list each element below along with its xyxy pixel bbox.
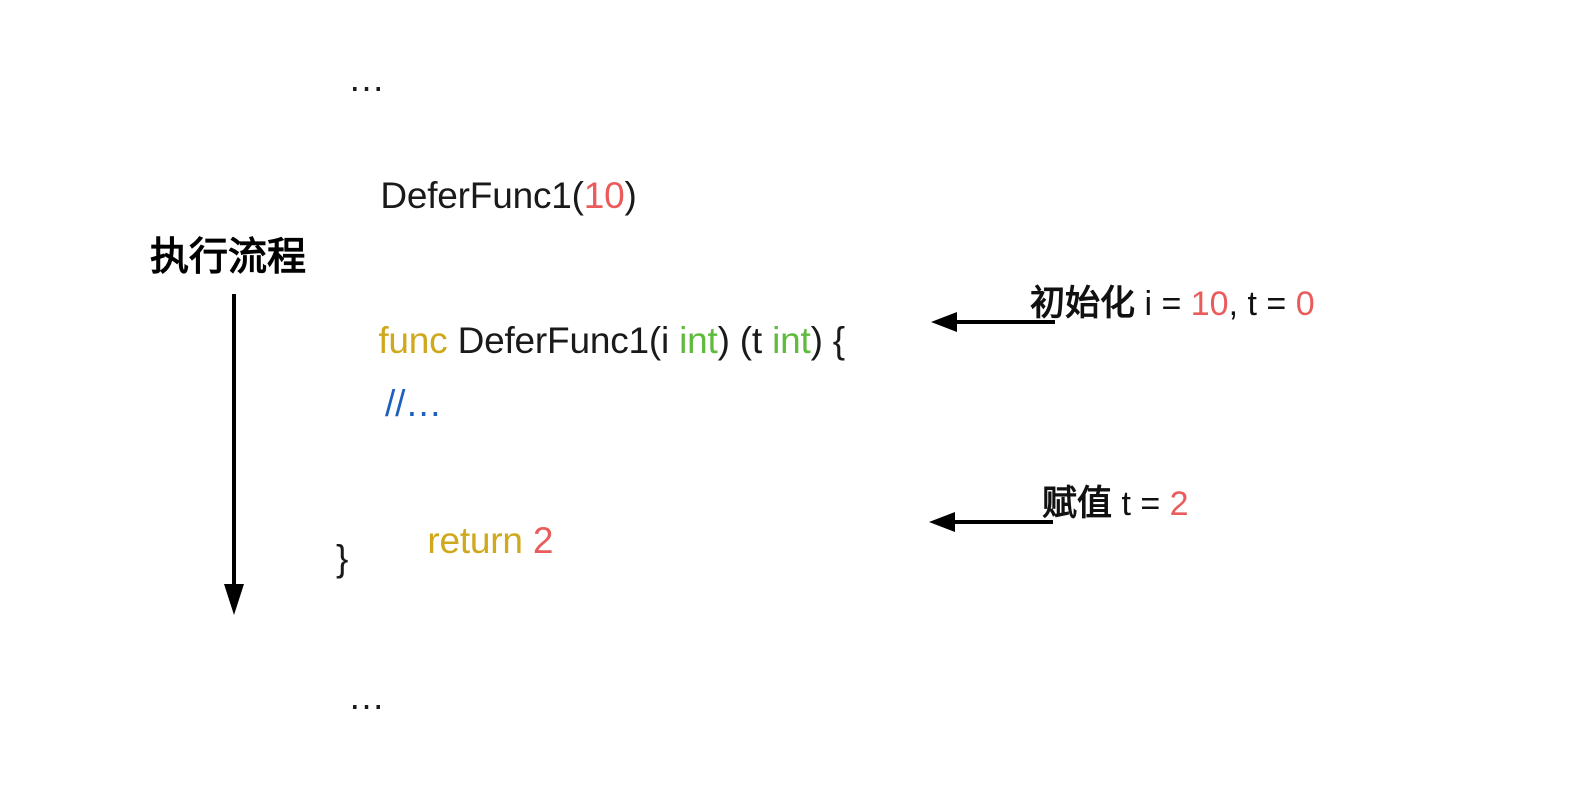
return-space xyxy=(523,520,533,561)
call-name: DeferFunc1( xyxy=(380,175,584,216)
param-type-int: int xyxy=(679,320,718,361)
annotation-initialize-part-0: i = xyxy=(1135,285,1191,323)
code-top-ellipsis: … xyxy=(348,58,388,99)
flow-arrow-down-icon xyxy=(205,292,265,617)
arrow-left-icon xyxy=(898,491,1053,532)
annotation-initialize-lead: 初始化 xyxy=(1030,284,1136,323)
annotation-assign: 赋值 t = 2 xyxy=(898,486,1189,532)
result-type-int: int xyxy=(772,320,811,361)
sig-tail: ) { xyxy=(810,320,846,361)
annotation-initialize-part-3: 0 xyxy=(1295,285,1315,323)
keyword-func: func xyxy=(378,320,448,361)
code-line-signature: func DeferFunc1(i int) (t int) { xyxy=(338,285,845,396)
sig-middle: ) (t xyxy=(717,320,773,361)
code-bottom-ellipsis: … xyxy=(348,676,388,717)
keyword-return: return xyxy=(427,520,523,561)
annotation-initialize-text: 初始化 i = 10, t = 0 xyxy=(1030,286,1315,321)
code-line-call: DeferFunc1(10) xyxy=(340,140,637,251)
call-argument: 10 xyxy=(583,175,625,216)
flow-label: 执行流程 xyxy=(150,236,307,279)
return-value: 2 xyxy=(532,520,554,561)
code-line-close-brace: } xyxy=(336,538,349,579)
annotation-assign-lead: 赋值 xyxy=(1042,484,1113,523)
annotation-initialize-part-2: , t = xyxy=(1228,285,1296,323)
annotation-initialize: 初始化 i = 10, t = 0 xyxy=(900,286,1315,332)
annotation-assign-part-1: 2 xyxy=(1169,485,1189,523)
annotation-assign-part-0: t = xyxy=(1112,485,1170,523)
function-name-and-param: DeferFunc1(i xyxy=(457,320,680,361)
annotation-assign-text: 赋值 t = 2 xyxy=(1042,486,1189,521)
sig-space xyxy=(447,320,457,361)
code-line-return: return 2 xyxy=(387,485,553,596)
annotation-initialize-part-1: 10 xyxy=(1190,285,1229,323)
code-line-comment: //… xyxy=(385,383,442,424)
call-close-paren: ) xyxy=(624,175,637,216)
arrow-left-icon xyxy=(900,291,1055,332)
